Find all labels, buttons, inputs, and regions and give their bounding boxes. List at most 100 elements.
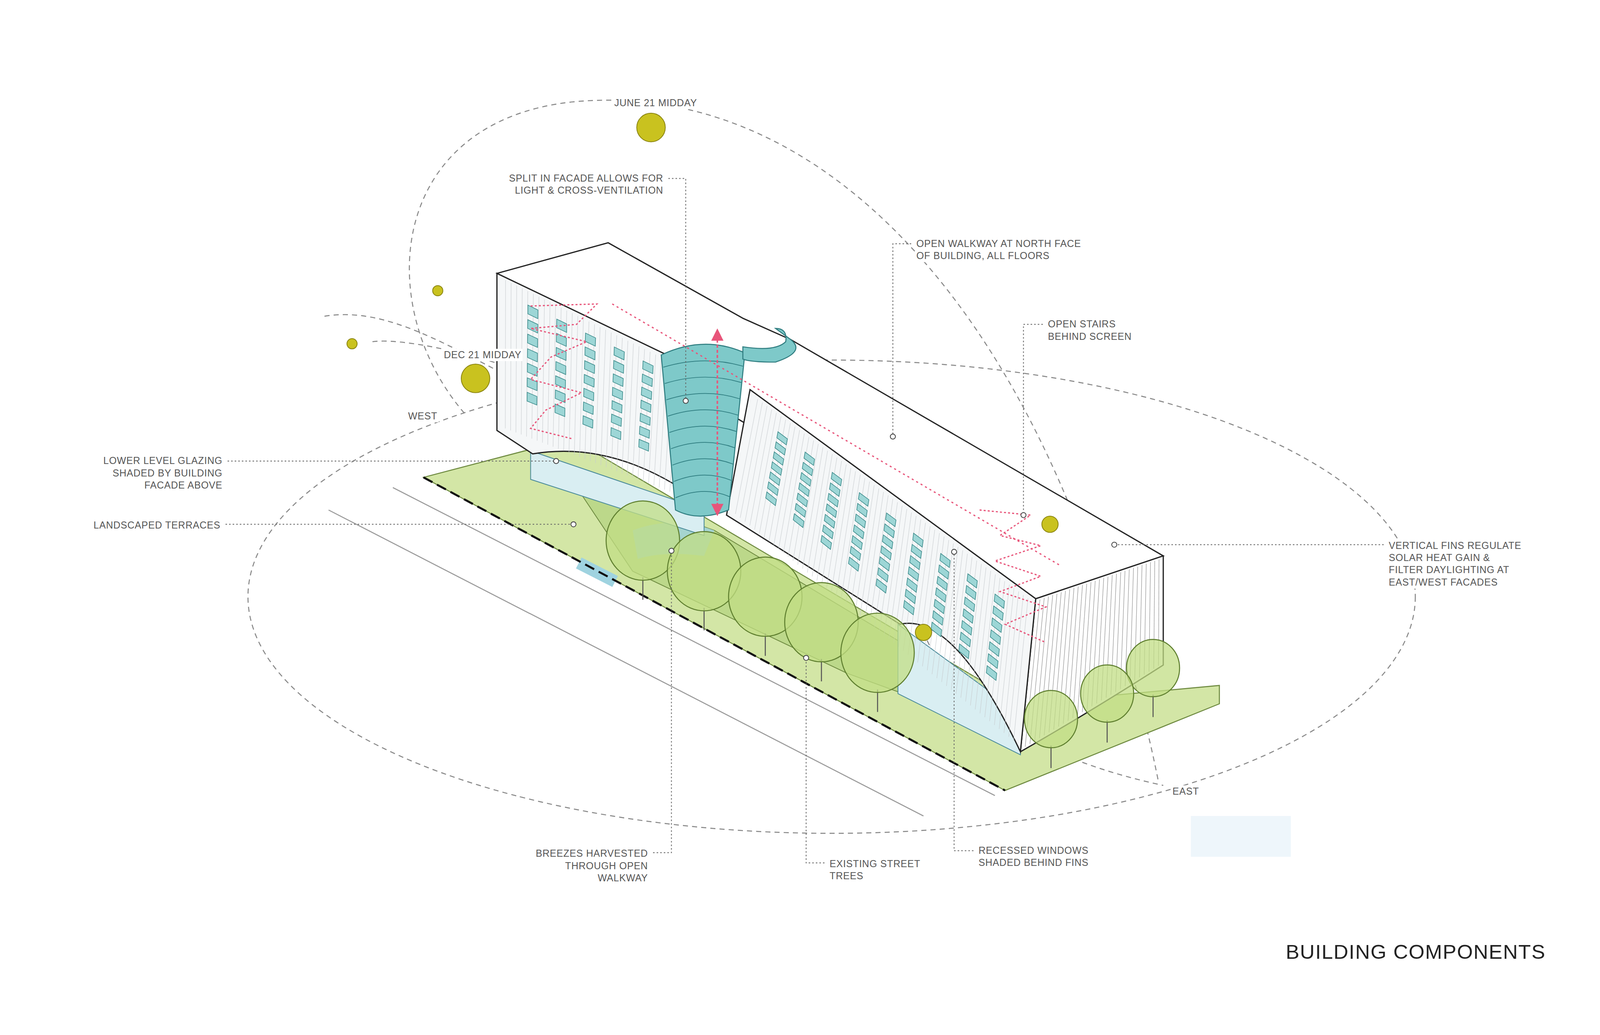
diagram-title: BUILDING COMPONENTS [1285,940,1546,965]
window [582,415,593,429]
window [932,610,943,626]
leader-line [1023,324,1043,516]
window [802,462,813,476]
window [880,546,892,561]
facade-fin [769,423,791,542]
stair-screen [661,344,745,517]
facade-fin [569,313,573,453]
window [822,525,834,539]
facade-fin [850,481,870,608]
facade-fin [754,412,777,530]
sun [1041,516,1058,533]
window [965,585,977,600]
window [584,374,595,388]
window [855,514,866,528]
facade-fin [917,530,935,663]
facade-fin [840,475,860,601]
window [934,599,945,614]
facade-fin [821,461,842,585]
sun [432,285,443,296]
window [958,644,970,659]
callout-label: RECESSED WINDOWS SHADED BEHIND FINS [977,845,1098,870]
window [931,622,942,638]
leader-line [652,550,672,853]
window [824,514,835,529]
window [776,432,788,446]
window [796,493,808,508]
facade-fin [812,454,833,577]
window [638,439,649,452]
window [610,427,621,440]
facade-fin [750,409,773,526]
street-tree [1024,690,1078,749]
facade-fin [936,543,954,679]
window [962,609,974,624]
facade-fin [542,299,545,443]
facade-fin [855,485,875,613]
window [938,565,949,580]
stair-band [675,491,730,498]
window [611,400,622,414]
window [964,597,975,613]
window [990,630,1001,645]
window [793,513,805,528]
window [908,567,919,582]
facade-fin [622,340,628,474]
window [906,578,918,593]
facade-fin [745,406,768,523]
leader-dot [683,398,689,404]
window [555,390,565,403]
stair-band [665,377,742,384]
stair-band [667,410,738,417]
callout-label: LANDSCAPED TERRACES [92,519,222,532]
tree-trunk [1152,695,1154,718]
window [773,452,784,466]
facade-fin [600,330,606,466]
facade-fin [946,550,963,687]
facade-fin [574,316,578,456]
facade-fin [783,433,805,554]
window [585,347,595,360]
window [831,472,842,486]
window [775,442,786,456]
window [642,361,653,374]
leader-line [227,460,557,462]
window [642,374,653,387]
leader-dot [890,434,896,440]
tree-trunk [1050,745,1052,769]
window [912,533,924,548]
window [771,462,782,476]
window [992,606,1004,621]
window [527,363,538,377]
leader-line [225,524,574,525]
window [882,535,893,549]
leader-line [892,243,912,437]
stair-band [663,360,743,368]
window [612,374,624,387]
stair-band [670,442,735,449]
roof [497,242,1164,600]
arrow-head [711,328,724,341]
window [640,400,652,413]
callout-label: EAST [1171,785,1200,798]
window [555,347,566,361]
window [612,387,623,400]
window [583,388,594,401]
facade-fin [975,571,991,710]
facade-fin [606,332,612,468]
window [584,360,595,374]
window [527,305,538,319]
stair-route [979,510,1046,643]
facade-fin [826,464,847,589]
window [986,665,997,681]
window [798,482,810,497]
window [877,567,888,583]
street-tree [840,613,915,693]
facade-fin [797,444,819,565]
window [987,654,998,669]
callout-label: VERTICAL FINS REGULATE SOLAR HEAT GAIN &… [1387,540,1523,590]
callout-label: DEC 21 MIDDAY [442,349,523,362]
tree-trunk [1106,720,1108,743]
